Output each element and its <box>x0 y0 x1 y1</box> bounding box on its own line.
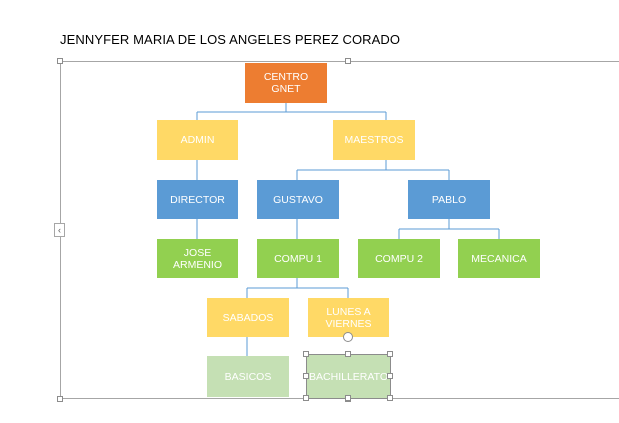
connector-compu1-to-level4 <box>246 278 349 298</box>
text-pane-toggle-button[interactable]: ‹ <box>54 223 65 237</box>
node-jose-armenio[interactable]: JOSE ARMENIO <box>157 239 238 278</box>
node-sabados[interactable]: SABADOS <box>207 298 289 337</box>
selection-handle-bottom-middle[interactable] <box>345 395 351 401</box>
selection-handle-middle-left[interactable] <box>303 373 309 379</box>
document-title: JENNYFER MARIA DE LOS ANGELES PEREZ CORA… <box>60 32 401 47</box>
frame-resize-handle-top-left[interactable] <box>57 58 63 64</box>
node-mecanica[interactable]: MECANICA <box>458 239 540 278</box>
selection-handle-top-right[interactable] <box>387 351 393 357</box>
node-compu-1[interactable]: COMPU 1 <box>257 239 339 278</box>
node-gustavo[interactable]: GUSTAVO <box>257 180 339 219</box>
node-basicos[interactable]: BASICOS <box>207 356 289 397</box>
node-bachillerato[interactable]: BACHILLERATO <box>307 355 390 398</box>
connector-pablo-to-level3 <box>398 219 500 239</box>
selection-handle-middle-right[interactable] <box>387 373 393 379</box>
node-lunes-a-viernes[interactable]: LUNES A VIERNES <box>308 298 389 337</box>
chevron-left-icon: ‹ <box>58 225 61 235</box>
connector-maestros-to-level2 <box>296 160 450 180</box>
rotate-handle-icon[interactable] <box>343 332 353 342</box>
node-compu-2[interactable]: COMPU 2 <box>358 239 440 278</box>
node-pablo[interactable]: PABLO <box>408 180 490 219</box>
selection-handle-top-middle[interactable] <box>345 351 351 357</box>
selection-handle-top-left[interactable] <box>303 351 309 357</box>
frame-resize-handle-bottom-left[interactable] <box>57 396 63 402</box>
node-centro-gnet[interactable]: CENTRO GNET <box>245 63 327 103</box>
selection-handle-bottom-right[interactable] <box>387 395 393 401</box>
selection-handle-bottom-left[interactable] <box>303 395 309 401</box>
node-maestros[interactable]: MAESTROS <box>333 120 415 160</box>
node-director[interactable]: DIRECTOR <box>157 180 238 219</box>
connector-centro-to-level1 <box>196 103 387 120</box>
frame-resize-handle-top-middle[interactable] <box>345 58 351 64</box>
node-admin[interactable]: ADMIN <box>157 120 238 160</box>
selection-outline <box>306 354 391 399</box>
